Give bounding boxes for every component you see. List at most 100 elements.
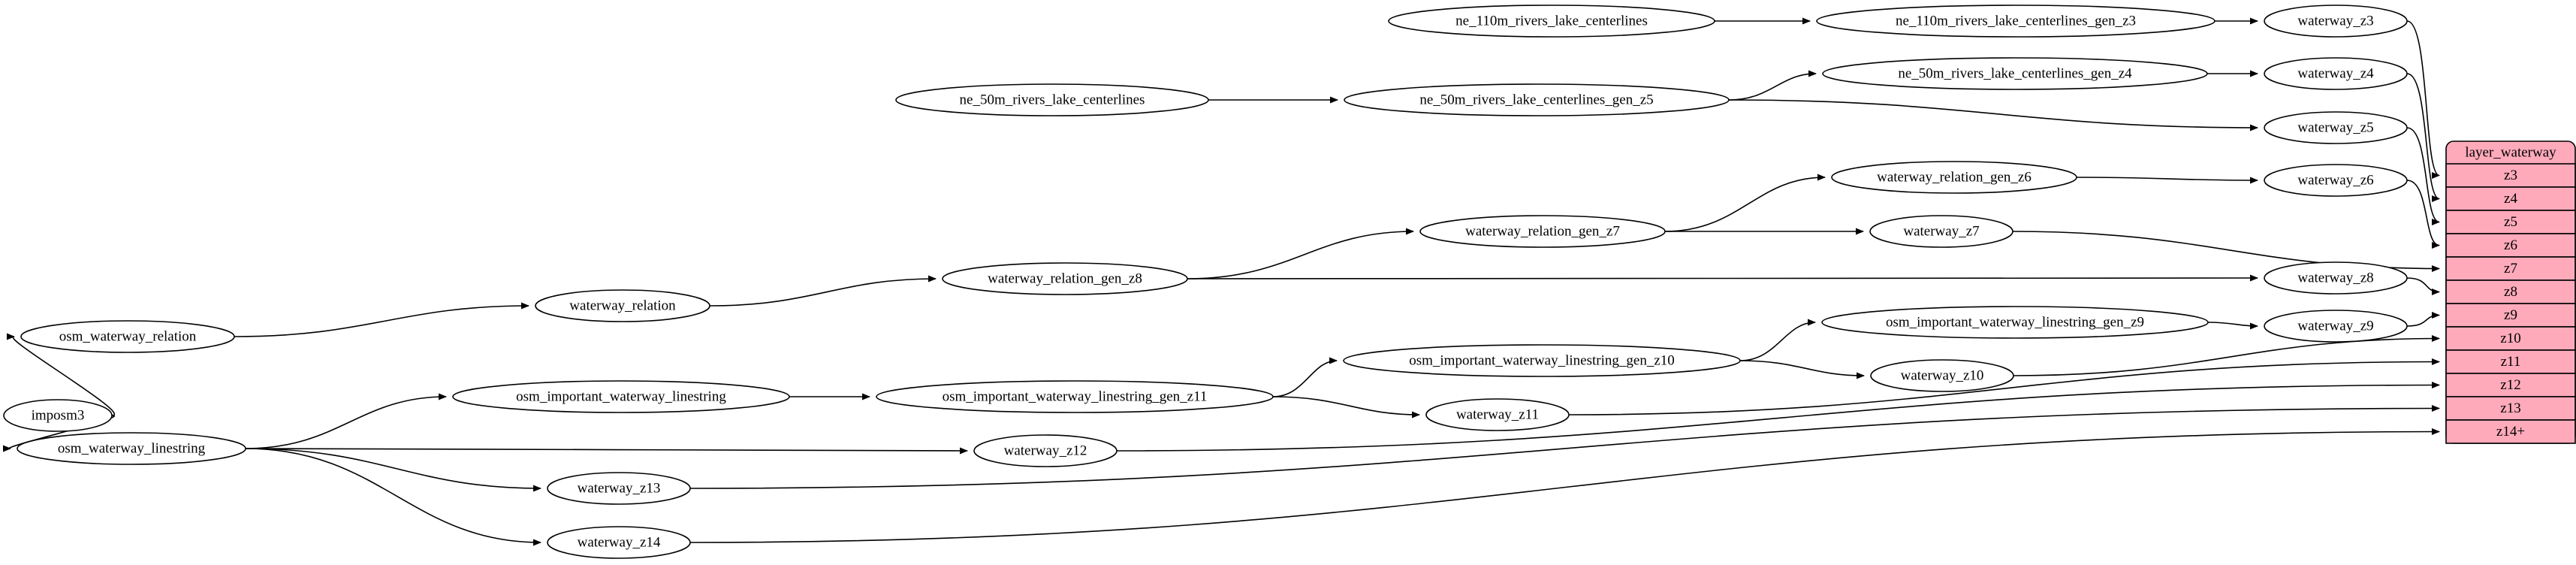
node-ne_110m_rivers_lake_centerlines[interactable]: [1388, 5, 1715, 38]
node-osm_waterway_relation[interactable]: [20, 320, 235, 353]
node-label-osm_waterway_linestring: osm_waterway_linestring: [58, 440, 206, 456]
edge-osm_waterway_linestring-to-osm_important_waterway_linestring: [245, 393, 448, 449]
edge-osm_waterway_linestring-to-waterway_z12: [245, 447, 969, 455]
layer-table-title: layer_waterway: [2465, 144, 2556, 160]
node-label-ne_50m_rivers_lake_centerlines_gen_z5: ne_50m_rivers_lake_centerlines_gen_z5: [1419, 92, 1653, 107]
edge-waterway_z5-to-layer_waterway_z5: [2406, 127, 2441, 225]
edge-waterway_relation_gen_z6-to-waterway_z6: [2076, 177, 2259, 184]
layer-table-cell-label: z12: [2500, 377, 2520, 393]
edge-waterway_z10-to-layer_waterway_z10: [2013, 335, 2441, 376]
layer-table-row-z10[interactable]: [2445, 326, 2576, 351]
node-waterway_z12[interactable]: [973, 434, 1118, 467]
edge-waterway_z12-to-layer_waterway_z12: [1116, 382, 2441, 452]
node-osm_important_waterway_linestring_gen_z11[interactable]: [876, 380, 1274, 413]
node-label-waterway_z12: waterway_z12: [1004, 443, 1087, 458]
edge-osm_waterway_linestring-to-waterway_z13: [245, 448, 542, 492]
edge-osm_important_waterway_linestring_gen_z9-to-waterway_z9: [2207, 322, 2259, 330]
node-layer: imposm3osm_waterway_relationosm_waterway…: [3, 5, 2408, 559]
layer-table-cell-label: z4: [2504, 191, 2517, 207]
layer-table-cell-label: z6: [2504, 237, 2517, 253]
layer-table-cell-label: z3: [2504, 168, 2517, 183]
node-ne_50m_rivers_lake_centerlines_gen_z4[interactable]: [1822, 57, 2208, 90]
edge-osm_important_waterway_linestring_gen_z11-to-waterway_z11: [1272, 396, 1421, 418]
node-label-waterway_z10: waterway_z10: [1901, 367, 1984, 383]
node-label-waterway_relation_gen_z6: waterway_relation_gen_z6: [1877, 169, 2032, 185]
edge-waterway_relation_gen_z8-to-waterway_z8: [1187, 274, 2259, 282]
edge-osm_important_waterway_linestring_gen_z10-to-osm_important_waterway_linestring_gen_z9: [1739, 319, 1817, 361]
node-waterway_relation_gen_z6[interactable]: [1831, 161, 2077, 194]
edge-waterway_relation_gen_z7-to-waterway_relation_gen_z6: [1664, 174, 1826, 232]
layer-waterway-table: layer_waterwayz3z4z5z6z7z8z9z10z11z12z13…: [2445, 140, 2576, 444]
node-osm_waterway_linestring[interactable]: [17, 432, 246, 465]
node-waterway_z10[interactable]: [1870, 359, 2014, 392]
node-waterway_relation_gen_z8[interactable]: [942, 262, 1188, 295]
node-label-ne_110m_rivers_lake_centerlines: ne_110m_rivers_lake_centerlines: [1455, 13, 1648, 29]
node-waterway_z7[interactable]: [1869, 215, 2013, 248]
edge-osm_waterway_relation-to-waterway_relation: [234, 302, 530, 337]
layer-table-cell-label: z5: [2504, 214, 2517, 230]
node-label-waterway_z5: waterway_z5: [2297, 119, 2373, 135]
node-waterway_z3[interactable]: [2264, 5, 2408, 38]
edge-osm_important_waterway_linestring_gen_z11-to-osm_important_waterway_linestring_gen_z10: [1272, 357, 1338, 397]
edge-imposm3-to-osm_waterway_linestring: [2, 415, 115, 452]
node-label-osm_important_waterway_linestring_gen_z9: osm_important_waterway_linestring_gen_z9: [1886, 314, 2144, 330]
node-osm_important_waterway_linestring_gen_z9[interactable]: [1821, 306, 2209, 339]
edge-waterway_z11-to-layer_waterway_z11: [1568, 358, 2441, 415]
node-label-waterway_relation: waterway_relation: [569, 298, 676, 313]
node-waterway_z5[interactable]: [2264, 111, 2408, 144]
node-osm_important_waterway_linestring[interactable]: [452, 380, 790, 413]
node-label-waterway_relation_gen_z7: waterway_relation_gen_z7: [1465, 223, 1620, 239]
node-ne_50m_rivers_lake_centerlines[interactable]: [895, 83, 1209, 116]
layer-table-cell-label: z9: [2504, 307, 2517, 323]
node-waterway_z9[interactable]: [2264, 310, 2408, 343]
node-label-waterway_z3: waterway_z3: [2297, 13, 2373, 29]
node-osm_important_waterway_linestring_gen_z10[interactable]: [1343, 344, 1741, 377]
node-waterway_z14[interactable]: [547, 526, 691, 559]
node-label-waterway_z8: waterway_z8: [2297, 270, 2373, 286]
node-waterway_z11[interactable]: [1425, 398, 1570, 431]
layer-table-row-z13[interactable]: [2445, 396, 2576, 421]
layer-table-cell-label: z10: [2500, 331, 2520, 346]
node-waterway_z4[interactable]: [2264, 57, 2408, 90]
node-waterway_z8[interactable]: [2264, 261, 2408, 295]
edge-waterway_z4-to-layer_waterway_z4: [2406, 73, 2441, 202]
edge-waterway_z6-to-layer_waterway_z6: [2406, 180, 2441, 249]
edge-waterway_z3-to-layer_waterway_z3: [2406, 20, 2441, 179]
layer-table-row-z6[interactable]: [2445, 233, 2576, 258]
layer-table-row-z12[interactable]: [2445, 373, 2576, 397]
edge-waterway_relation_gen_z8-to-waterway_relation_gen_z7: [1187, 228, 1415, 279]
node-label-ne_110m_rivers_lake_centerlines_gen_z3: ne_110m_rivers_lake_centerlines_gen_z3: [1896, 13, 2136, 29]
node-label-waterway_z4: waterway_z4: [2297, 65, 2374, 81]
node-label-waterway_z9: waterway_z9: [2297, 318, 2373, 334]
edge-imposm3-to-osm_waterway_relation: [6, 333, 115, 416]
node-label-osm_important_waterway_linestring: osm_important_waterway_linestring: [516, 388, 726, 404]
layer-table-row-z7[interactable]: [2445, 256, 2576, 281]
node-waterway_relation_gen_z7[interactable]: [1419, 215, 1666, 248]
layer-table-row-z11[interactable]: [2445, 349, 2576, 374]
edge-waterway_z13-to-layer_waterway_z13: [689, 405, 2441, 489]
layer-table-row-z8[interactable]: [2445, 279, 2576, 304]
layer-table-row-z3[interactable]: [2445, 163, 2576, 188]
layer-table-row-z14plus[interactable]: [2445, 419, 2576, 444]
edge-waterway_z8-to-layer_waterway_z8: [2406, 277, 2441, 295]
edge-waterway_relation-to-waterway_relation_gen_z8: [709, 275, 937, 307]
node-ne_110m_rivers_lake_centerlines_gen_z3[interactable]: [1816, 5, 2216, 38]
node-waterway_z13[interactable]: [547, 472, 691, 505]
node-label-waterway_z11: waterway_z11: [1456, 406, 1539, 422]
layer-table-row-z9[interactable]: [2445, 303, 2576, 328]
node-label-osm_important_waterway_linestring_gen_z10: osm_important_waterway_linestring_gen_z1…: [1409, 352, 1675, 368]
node-label-ne_50m_rivers_lake_centerlines: ne_50m_rivers_lake_centerlines: [960, 92, 1145, 107]
node-ne_50m_rivers_lake_centerlines_gen_z5[interactable]: [1344, 83, 1730, 116]
node-label-waterway_relation_gen_z8: waterway_relation_gen_z8: [988, 270, 1142, 286]
layer-table-cell-label: z13: [2500, 400, 2520, 416]
node-label-waterway_z14: waterway_z14: [578, 534, 661, 550]
node-waterway_relation[interactable]: [535, 289, 710, 322]
layer-table-cell-label: z7: [2504, 261, 2517, 276]
node-label-waterway_z6: waterway_z6: [2297, 172, 2373, 188]
node-label-waterway_z13: waterway_z13: [578, 480, 661, 496]
node-imposm3[interactable]: [3, 399, 113, 432]
edge-waterway_z9-to-layer_waterway_z9: [2406, 312, 2441, 327]
node-waterway_z6[interactable]: [2264, 164, 2408, 197]
